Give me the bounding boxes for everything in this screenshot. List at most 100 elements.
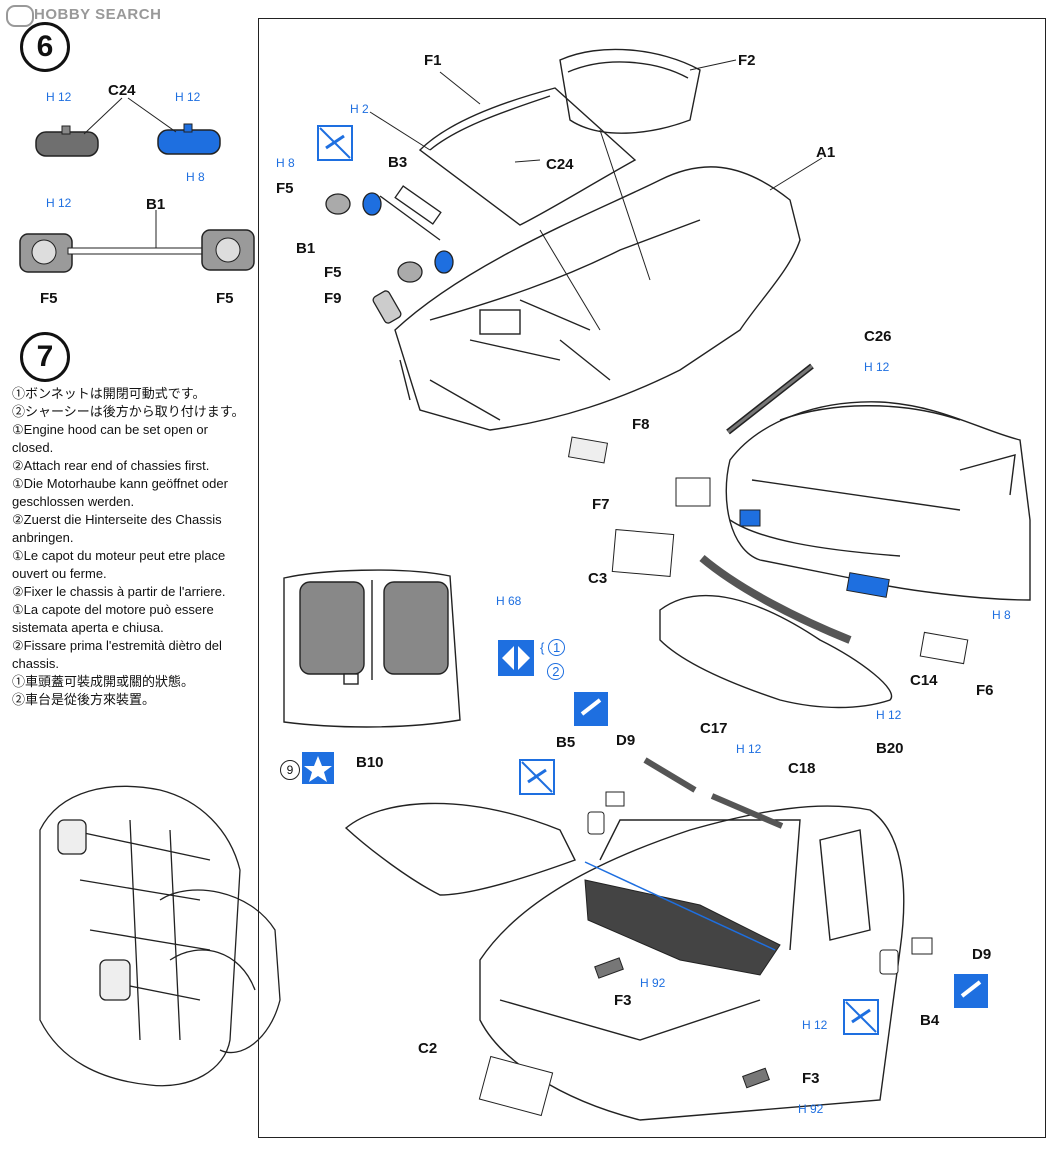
part-d9-icon	[605, 791, 625, 807]
paint-ref: H 2	[350, 102, 369, 116]
part-label-f3: F3	[802, 1070, 820, 1087]
paint-code: H 12	[175, 90, 201, 104]
chassis-in-hand-sketch	[39, 785, 281, 1087]
part-label-f3: F3	[614, 992, 632, 1009]
part-label-c3: C3	[588, 570, 608, 587]
part-f3-icon	[594, 957, 624, 979]
note-line: ②車台是從後方來裝置。	[12, 692, 156, 707]
star-marker-icon	[302, 752, 334, 784]
part-f7-icon	[675, 477, 711, 507]
option-number: 2	[547, 663, 565, 680]
paint-ref: H 92	[798, 1102, 824, 1116]
note-line: ①Le capot du moteur peut etre place ouve…	[12, 548, 226, 581]
windshield-f1-drawing	[418, 87, 637, 226]
part-label-f5: F5	[40, 290, 58, 307]
paint-ref: H 92	[640, 976, 666, 990]
part-label-b1: B1	[146, 196, 166, 213]
part-label-f1: F1	[424, 52, 442, 69]
front-plate-c2	[478, 1055, 554, 1117]
part-label-c24: C24	[108, 82, 136, 99]
taillight-blue-icon	[846, 572, 890, 598]
paint-ref: H 8	[992, 608, 1011, 622]
cowl-panel-dark	[584, 879, 781, 976]
headlight-assembly-drawing	[325, 185, 454, 324]
part-label-b3: B3	[388, 154, 408, 171]
option-2-label: 2	[540, 663, 565, 680]
paint-code: H 8	[186, 170, 205, 184]
part-b5-icon	[587, 811, 605, 835]
note-line: ①車頭蓋可裝成開或關的狀態。	[12, 674, 195, 689]
part-label-d9: D9	[972, 946, 992, 963]
no-glue-icon	[519, 759, 555, 795]
part-label-f6: F6	[976, 682, 994, 699]
part-label-d9: D9	[616, 732, 636, 749]
part-label-f8: F8	[632, 416, 650, 433]
logo-text: HOBBY SEARCH	[34, 6, 162, 23]
paint-ref: H 12	[876, 708, 902, 722]
step-7-number: 7	[20, 332, 70, 382]
instruction-notes: ①ボンネットは開閉可動式です。 ②シャーシーは後方から取り付けます。 ①Engi…	[12, 385, 250, 709]
note-line: ②Zuerst die Hinterseite des Chassis anbr…	[12, 512, 222, 545]
part-f6-icon	[919, 631, 969, 665]
rear-bumper-b20	[659, 594, 893, 709]
paint-ref: H 8	[276, 156, 295, 170]
chassis-a1-drawing	[394, 166, 801, 431]
hood-b10-inner-drawing	[283, 569, 461, 728]
part-label-c24: C24	[546, 156, 574, 173]
part-label-b5: B5	[556, 734, 576, 751]
part-label-f5: F5	[276, 180, 294, 197]
part-label-b20: B20	[876, 740, 904, 757]
part-label-b10: B10	[356, 754, 384, 771]
wiper-c26-drawing	[726, 363, 814, 435]
main-diagram-frame	[258, 18, 1046, 1138]
option-number: 1	[547, 639, 566, 656]
paint-code: H 12	[46, 196, 72, 210]
rear-body-drawing	[725, 401, 1031, 601]
part-label-c2: C2	[418, 1040, 438, 1057]
bumper-strip-c14	[699, 554, 852, 644]
hood-b10-outer	[344, 802, 576, 896]
no-glue-icon	[317, 125, 353, 161]
option-1-label: { 1	[540, 639, 566, 656]
open-close-arrows-icon	[498, 640, 534, 676]
paint-ref: H 12	[175, 90, 200, 104]
part-label-f2: F2	[738, 52, 756, 69]
paint-code: H 12	[46, 90, 72, 104]
note-line: ①Die Motorhaube kann geöffnet oder gesch…	[12, 476, 228, 509]
paint-ref: H 12	[736, 742, 762, 756]
note-line: ②シャーシーは後方から取り付けます。	[12, 404, 245, 419]
paint-ref: H 12	[864, 360, 890, 374]
wiper-c17	[643, 757, 697, 793]
part-label-f5: F5	[324, 264, 342, 281]
note-line: ①ボンネットは開閉可動式です。	[12, 386, 206, 401]
part-f8-icon	[567, 436, 609, 464]
wiper-c18	[710, 793, 784, 829]
part-label-a1: A1	[816, 144, 836, 161]
paint-ref: H 12	[46, 196, 71, 210]
paint-ref: H 68	[496, 594, 522, 608]
mirror-blue-icon	[157, 123, 221, 155]
part-label-b4: B4	[920, 1012, 940, 1029]
front-body-drawing	[479, 805, 905, 1121]
part-label-f7: F7	[592, 496, 610, 513]
paint-ref: H 12	[802, 1018, 828, 1032]
headlight-bar-icon	[19, 229, 255, 273]
mirror-gray-icon	[35, 125, 99, 157]
logo-badge-icon	[6, 5, 34, 27]
note-line: ②Fissare prima l'estremità diètro del ch…	[12, 638, 222, 671]
star-reference-number: 9	[280, 760, 300, 780]
part-b4-icon	[879, 949, 899, 975]
glue-icon	[954, 974, 988, 1008]
part-label-c14: C14	[910, 672, 938, 689]
note-line: ①Engine hood can be set open or closed.	[12, 422, 208, 455]
rear-glass-f2-drawing	[559, 48, 701, 134]
license-plate-c3-icon	[611, 529, 675, 577]
note-line: ①La capote del motore può essere sistema…	[12, 602, 214, 635]
note-line: ②Fixer le chassis à partir de l'arriere.	[12, 584, 226, 599]
step-6-number: 6	[20, 22, 70, 72]
part-label-f5: F5	[216, 290, 234, 307]
part-d9-icon	[911, 937, 933, 955]
part-label-b1: B1	[296, 240, 316, 257]
part-label-c26: C26	[864, 328, 892, 345]
part-label-c18: C18	[788, 760, 816, 777]
